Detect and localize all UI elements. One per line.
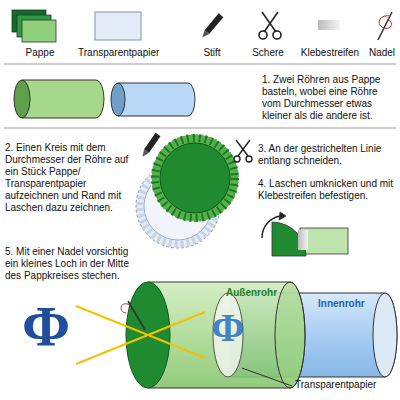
pencil-icon <box>200 13 223 39</box>
scissors-icon <box>259 12 281 39</box>
needle-icon <box>379 16 391 29</box>
outer-tube-sketch <box>14 80 104 118</box>
separator-line <box>4 64 396 128</box>
light-ray <box>148 312 205 335</box>
folded-tab-sketch <box>262 212 348 256</box>
tool-label: Nadel <box>366 47 398 59</box>
leader-line <box>242 368 292 386</box>
cardboard-circle <box>160 143 230 213</box>
separator-line <box>4 64 396 65</box>
image-symbol: Φ <box>208 308 248 348</box>
inner-tube <box>373 293 397 377</box>
needle-icon <box>121 304 130 313</box>
outer-tube <box>148 282 305 388</box>
tool-label: Transparentpapier <box>78 47 158 59</box>
needle-icon <box>121 301 145 330</box>
pencil-icon <box>140 149 149 158</box>
part-name: Innenrohr <box>318 298 382 310</box>
inner-tube-sketch <box>111 83 195 116</box>
inner-tube-sketch <box>118 83 195 116</box>
scissors-icon <box>259 31 267 39</box>
tool-label: Schere <box>243 47 293 59</box>
scissors-icon <box>262 12 276 32</box>
tool-label: Klebestreifen <box>296 47 364 59</box>
separator-line <box>4 128 396 129</box>
inner-tube-sketch <box>111 83 125 116</box>
tape-icon <box>318 20 340 30</box>
scissors-icon <box>273 31 281 39</box>
scissors-icon <box>264 12 278 32</box>
step-text: 5. Mit einer Nadel vorsichtig ein kleine… <box>5 246 133 282</box>
pencil-icon <box>205 13 224 34</box>
step-text: 4. Laschen umknicken und mit Klebestreif… <box>258 178 396 202</box>
cardboard-icon <box>22 20 56 42</box>
scissors-icon <box>246 156 252 162</box>
light-ray <box>76 306 205 364</box>
tape-icon <box>318 20 340 30</box>
outer-tube-sketch <box>14 80 30 118</box>
cardboard-circle <box>155 138 235 218</box>
outer-tube <box>148 282 305 388</box>
tracing-paper-icon <box>95 12 141 40</box>
pencil-icon <box>144 133 160 153</box>
light-ray <box>148 335 205 358</box>
needle-icon <box>378 12 392 40</box>
cardboard-circle <box>151 134 239 222</box>
step-text: 2. Einen Kreis mit dem Durchmesser der R… <box>5 142 136 214</box>
needle-icon <box>378 12 392 40</box>
folded-tab-sketch <box>262 216 280 238</box>
scissors-icon <box>234 156 240 162</box>
part-name: Transparentpapier <box>295 379 395 391</box>
needle-icon <box>128 301 145 330</box>
tool-label: Stift <box>192 47 232 59</box>
cardboard-icon <box>12 10 56 42</box>
outer-tube-sketch <box>22 80 104 118</box>
pencil-icon <box>140 133 160 159</box>
folded-tab-sketch <box>279 212 286 220</box>
cardboard-circle <box>151 134 239 222</box>
outer-tube <box>275 282 305 388</box>
object-symbol: Φ <box>18 298 74 356</box>
scissors-icon <box>238 140 250 156</box>
leader-line <box>242 368 292 386</box>
scissors-icon <box>236 140 248 156</box>
part-name: Außenrohr <box>226 287 288 299</box>
step-text: 3. An der gestrichelten Linie entlang sc… <box>258 143 396 167</box>
folded-tab-sketch <box>298 230 308 250</box>
pencil-icon <box>200 30 209 39</box>
step-text: 1. Zwei Röhren aus Pappe basteln, wobei … <box>262 74 396 122</box>
scissors-icon <box>234 140 252 162</box>
tracing-paper-icon <box>95 12 141 40</box>
light-ray <box>76 335 148 364</box>
tool-label: Pappe <box>10 47 70 59</box>
light-ray <box>76 306 148 335</box>
